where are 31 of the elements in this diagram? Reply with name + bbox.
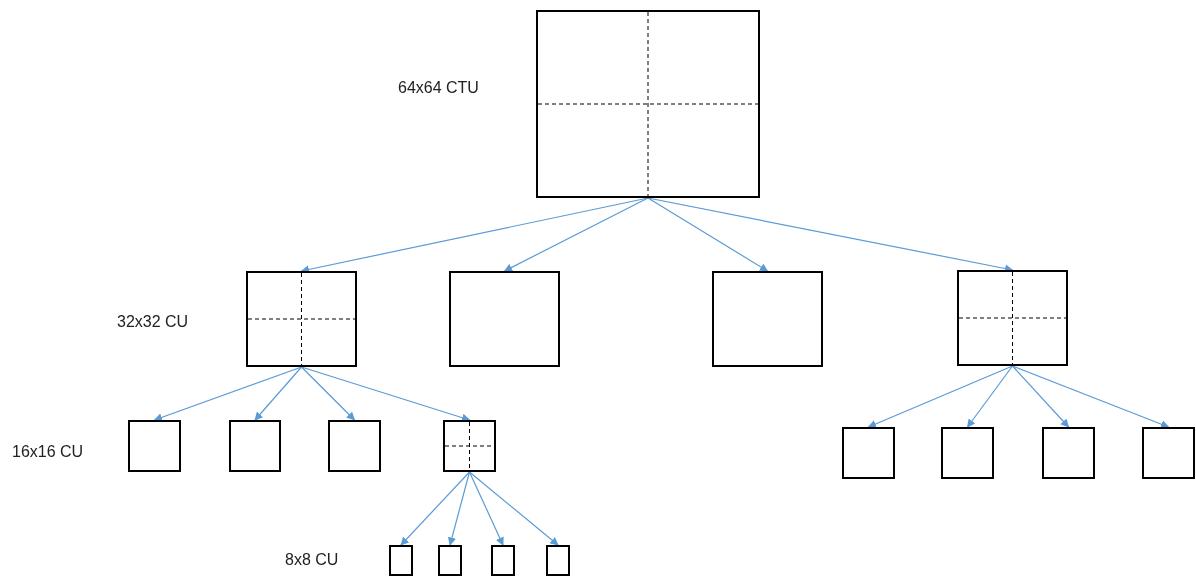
- arrow: [468, 471, 559, 546]
- block-square: [229, 420, 281, 472]
- arrow: [254, 366, 303, 421]
- arrow: [1011, 365, 1170, 429]
- level-label: 8x8 CU: [285, 550, 339, 570]
- arrow: [447, 471, 471, 546]
- block-square: [128, 420, 181, 472]
- block-square: [389, 545, 413, 576]
- block-square: [712, 271, 823, 367]
- arrow: [867, 365, 1014, 428]
- block-square: [1142, 427, 1195, 479]
- block-square: [438, 545, 462, 576]
- arrow: [966, 365, 1014, 428]
- arrow: [300, 366, 356, 421]
- block-square: [491, 545, 515, 576]
- level-label: 64x64 CTU: [398, 78, 479, 98]
- level-label: 16x16 CU: [12, 442, 84, 462]
- arrow: [503, 197, 649, 272]
- arrow: [468, 471, 504, 546]
- block-square: [449, 271, 560, 367]
- block-square: [1042, 427, 1095, 479]
- arrow: [400, 471, 471, 546]
- arrow: [647, 197, 769, 272]
- block-square: [842, 427, 895, 479]
- arrow: [153, 366, 303, 422]
- block-square: [941, 427, 994, 479]
- level-label: 32x32 CU: [117, 312, 189, 332]
- arrow: [1011, 365, 1070, 428]
- block-square: [546, 545, 570, 576]
- arrow: [300, 366, 471, 422]
- block-square: [328, 420, 381, 472]
